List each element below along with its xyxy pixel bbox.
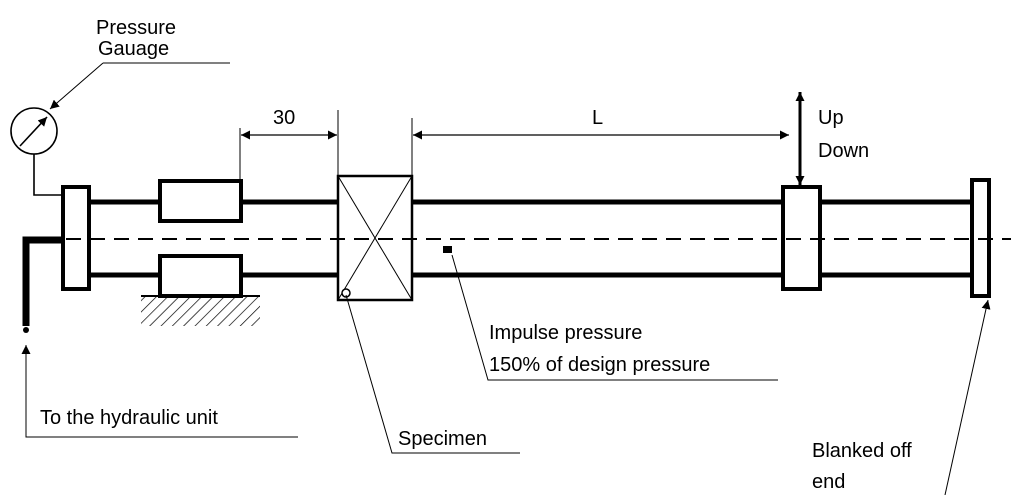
up-label: Up (818, 107, 844, 129)
hydraulic-inlet-pipe (22, 236, 63, 326)
gauge-connection-line (33, 154, 63, 196)
blanked-leader (944, 299, 991, 495)
hydraulic-label: To the hydraulic unit (40, 407, 218, 429)
upper-clamp (158, 179, 243, 223)
specimen-marker-icon (341, 288, 351, 298)
impulse-label-line1: Impulse pressure (489, 322, 642, 344)
specimen-box (336, 174, 414, 302)
inlet-pipe-end (23, 327, 29, 333)
dim-30-label: 30 (273, 107, 295, 129)
specimen-leader (345, 294, 520, 454)
impulse-sensor-icon (443, 246, 452, 253)
blanked-label-line2: end (812, 471, 845, 493)
gauge-needle-icon (19, 116, 48, 147)
gauge-leader-arrow (49, 62, 104, 110)
blanked-label-line1: Blanked off (812, 440, 912, 462)
ground-hatching (141, 297, 260, 326)
impulse-leader (451, 254, 778, 381)
hydraulic-leader (21, 345, 298, 438)
dim-L-label: L (592, 107, 603, 129)
specimen-label: Specimen (398, 428, 487, 450)
gauge-label-line1: Pressure (96, 17, 176, 39)
down-label: Down (818, 140, 869, 162)
gauge-label-line2: Gauage (98, 38, 169, 60)
impulse-label-line2: 150% of design pressure (489, 354, 710, 376)
pressure-gauge (10, 107, 63, 196)
lower-clamp (158, 254, 243, 298)
